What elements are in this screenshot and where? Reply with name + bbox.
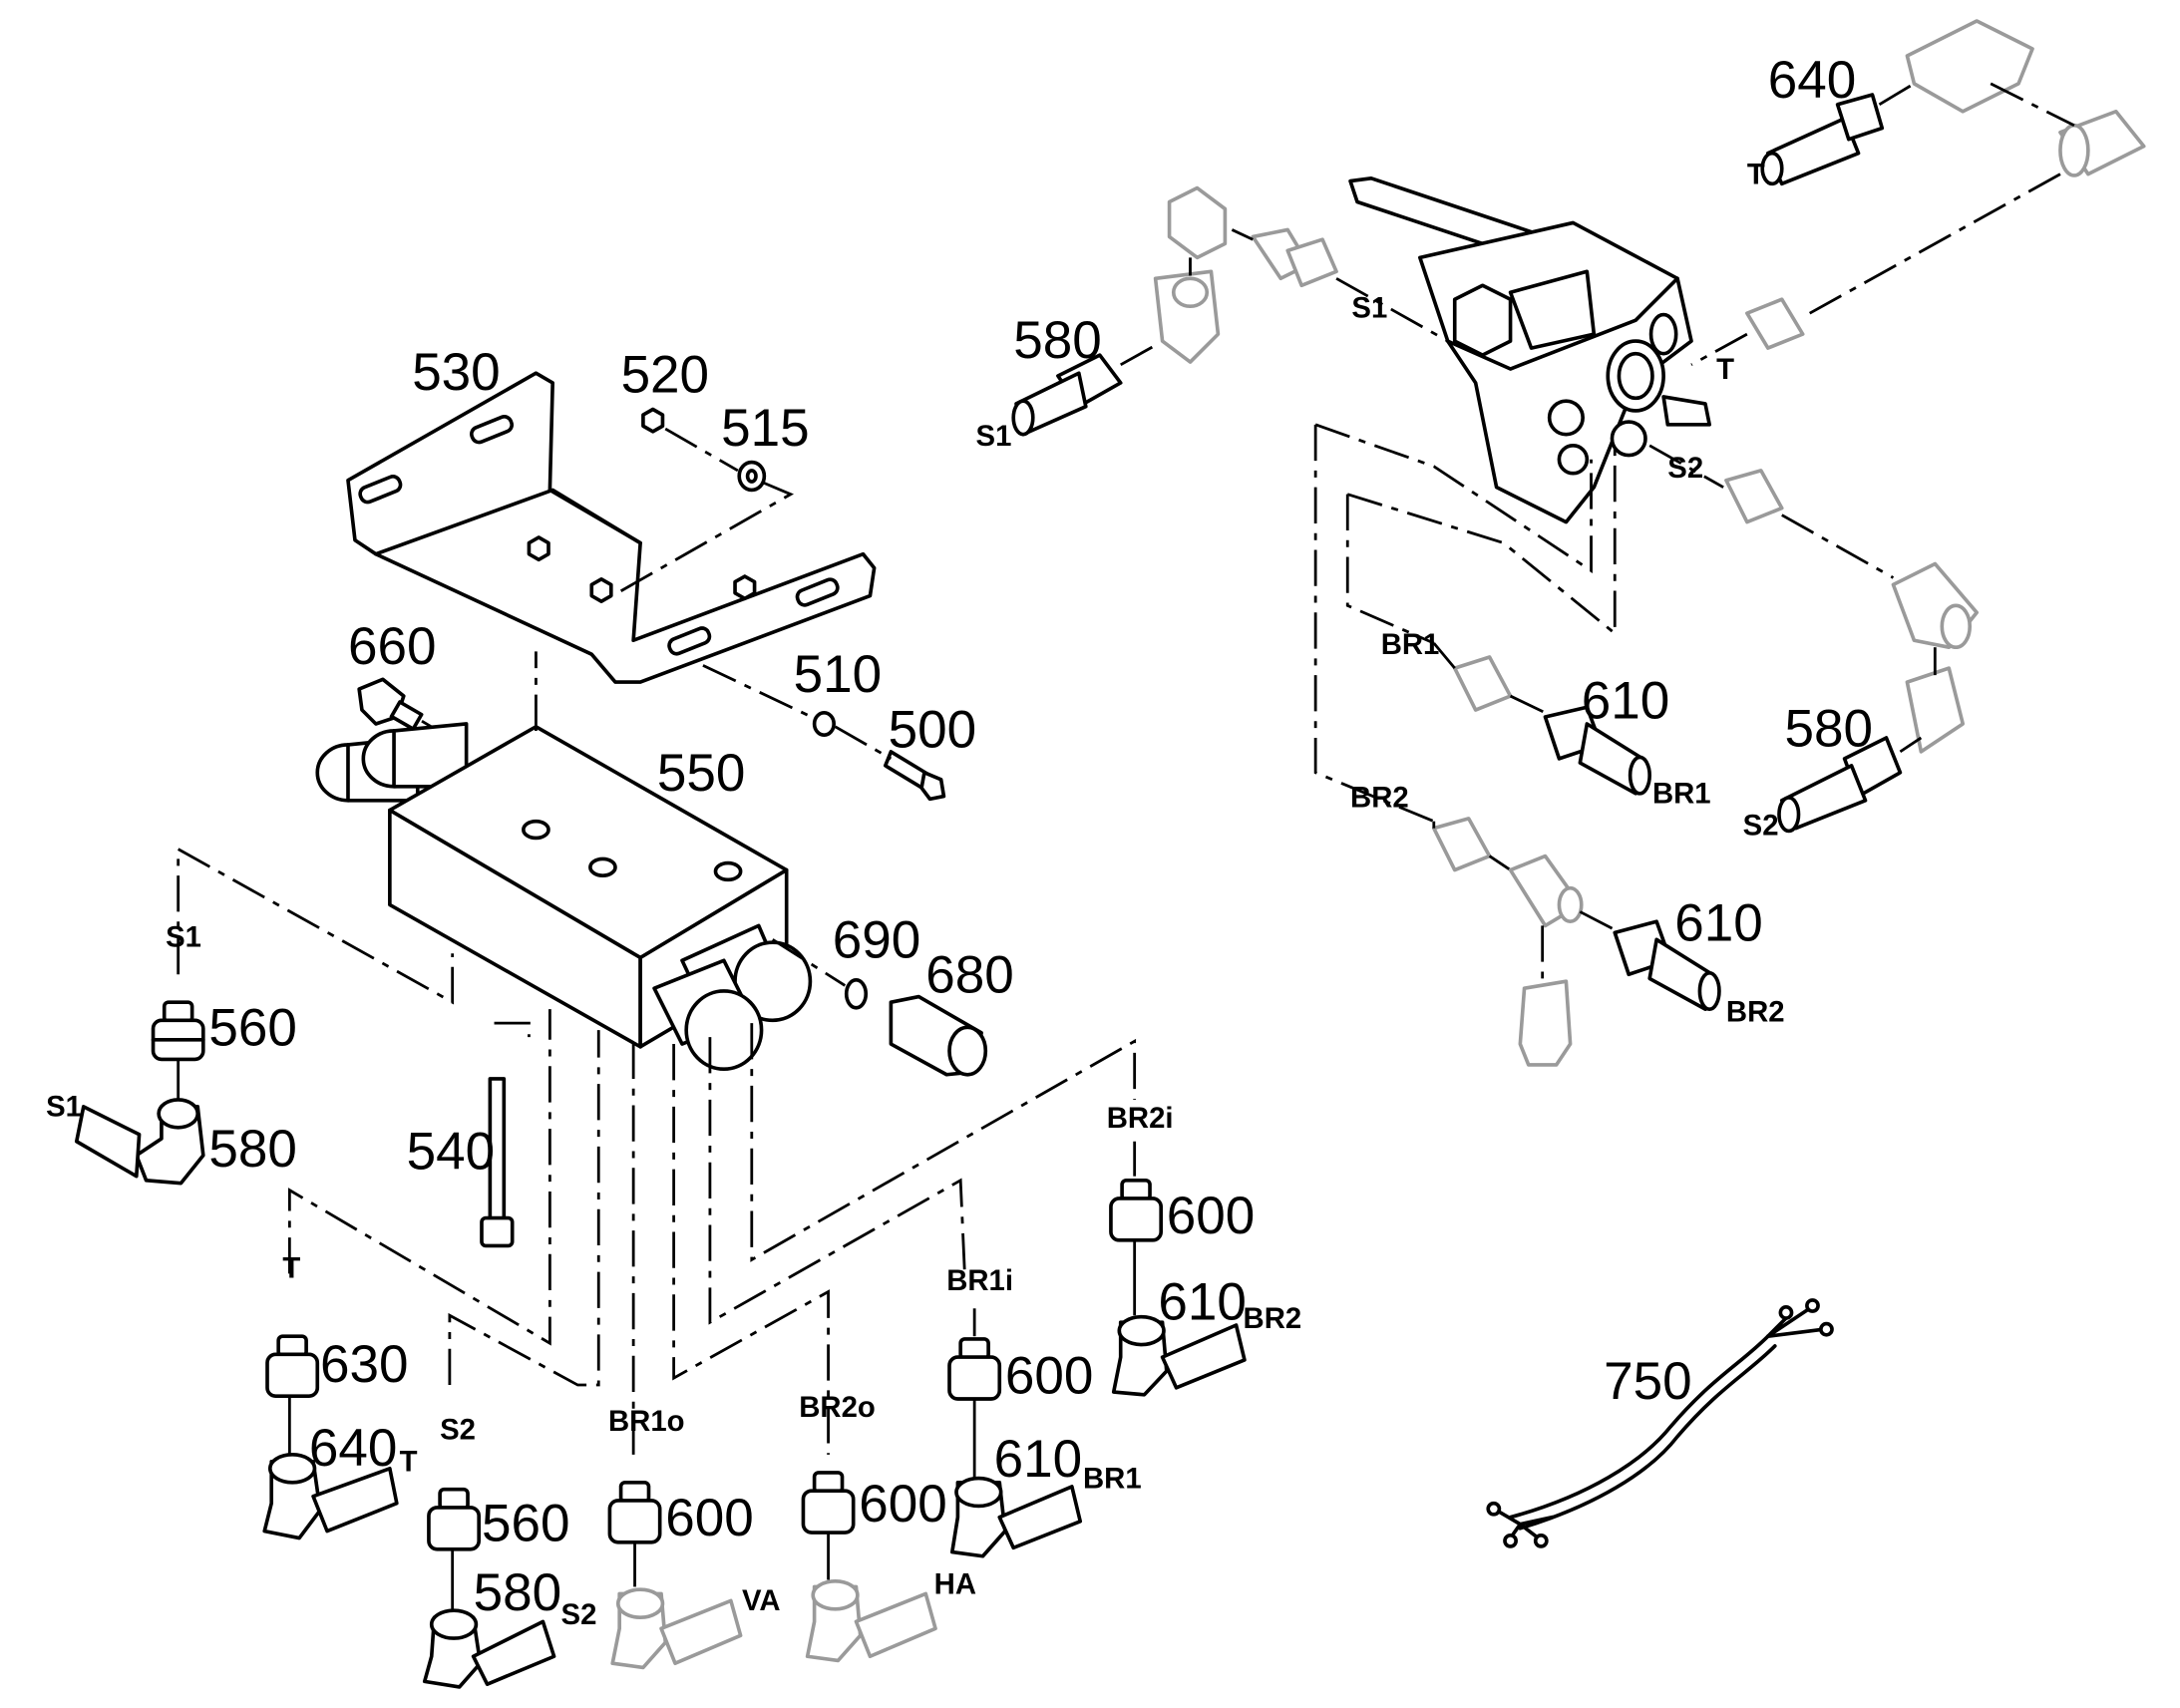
valve-block-550[interactable] <box>315 722 813 1071</box>
part-number-560-s1: 560 <box>208 998 296 1057</box>
port-label-br1: BR1 <box>1652 778 1711 811</box>
adapter-560-s1[interactable] <box>151 1000 205 1062</box>
adapter-fitting-s1 <box>1251 227 1338 288</box>
port-label-s2: S2 <box>561 1598 597 1631</box>
port-label-s1: S1 <box>976 420 1012 453</box>
part-number-600-br2i: 600 <box>1167 1187 1255 1245</box>
part-number-520: 520 <box>621 346 709 405</box>
elbow-580-s2[interactable] <box>422 1608 556 1689</box>
port-label-br2: BR2 <box>1726 996 1785 1029</box>
part-number-580-s1: 580 <box>208 1120 296 1179</box>
brake-pedal-valve[interactable] <box>1348 175 1711 524</box>
nut-520[interactable] <box>641 407 665 434</box>
elbow-640-t[interactable] <box>262 1453 399 1540</box>
port-label-br2i: BR2i <box>1107 1102 1174 1135</box>
screw-500[interactable] <box>883 750 946 802</box>
washer-515[interactable] <box>737 460 767 493</box>
part-number-560-s2: 560 <box>482 1494 569 1552</box>
adapter-fitting-s2 <box>1724 469 1784 524</box>
adapter-630-t[interactable] <box>265 1334 320 1399</box>
port-label-t: T <box>1716 353 1734 386</box>
elbow-ha <box>805 1579 937 1663</box>
washer-510[interactable] <box>812 711 836 737</box>
part-number-610-br1: 610 <box>994 1430 1082 1489</box>
port-label-s2: S2 <box>1743 810 1779 843</box>
adapter-fitting-t <box>1745 297 1805 350</box>
o-ring-690[interactable] <box>844 978 869 1010</box>
elbow-580-s1[interactable] <box>74 1098 205 1186</box>
part-number-630: 630 <box>320 1335 408 1394</box>
adapter-fitting-br1 <box>1452 655 1513 712</box>
adapter-fitting-br2 <box>1431 817 1492 872</box>
part-number-580-top: 580 <box>1013 311 1101 370</box>
part-number-600-br1i: 600 <box>1005 1346 1093 1405</box>
part-number-640-top: 640 <box>1768 51 1856 110</box>
part-number-510: 510 <box>794 645 882 704</box>
port-label-ha: HA <box>934 1567 976 1600</box>
part-number-530: 530 <box>412 343 500 402</box>
port-label-br2: BR2 <box>1244 1302 1302 1335</box>
hose-580-s2[interactable] <box>1777 736 1903 834</box>
cable-harness-750[interactable] <box>1486 1298 1834 1548</box>
part-number-680: 680 <box>925 945 1013 1004</box>
part-number-600-br2o: 600 <box>859 1475 946 1534</box>
port-label-t: T <box>400 1446 418 1479</box>
bracket-530[interactable] <box>346 371 877 684</box>
part-number-750: 750 <box>1604 1352 1691 1411</box>
part-number-515: 515 <box>721 399 809 458</box>
part-number-640-t: 640 <box>309 1419 397 1478</box>
port-label-t: T <box>1747 158 1765 190</box>
port-label-t: T <box>282 1252 300 1285</box>
elbow-610-br1[interactable] <box>949 1476 1083 1558</box>
port-label-s1: S1 <box>166 920 201 953</box>
part-number-610-br2: 610 <box>1158 1272 1246 1331</box>
port-label-br2: BR2 <box>1350 782 1409 815</box>
adapter-560-s2[interactable] <box>427 1487 482 1551</box>
port-label-br1: BR1 <box>1381 628 1440 661</box>
adapter-600-br2o[interactable] <box>801 1471 856 1535</box>
port-label-s2: S2 <box>440 1413 476 1446</box>
part-number-500: 500 <box>889 701 976 760</box>
port-label-s1-valve: S1 <box>1351 291 1387 324</box>
part-number-540: 540 <box>407 1123 495 1182</box>
part-number-610-right-br1: 610 <box>1582 671 1669 730</box>
tee-fitting-br2 <box>1508 854 1584 1067</box>
port-label-br1i: BR1i <box>946 1264 1013 1297</box>
part-number-600-br1o: 600 <box>665 1489 753 1547</box>
pressure-sensor-660[interactable] <box>357 677 424 731</box>
port-label-s2: S2 <box>1667 452 1703 485</box>
adapter-600-br1o[interactable] <box>607 1480 662 1544</box>
tee-fitting-t <box>1905 19 2146 177</box>
port-label-va: VA <box>742 1584 781 1617</box>
hose-610-br1[interactable] <box>1543 705 1651 796</box>
part-number-580-s2: 580 <box>474 1563 561 1622</box>
hose-640-t[interactable] <box>1760 93 1885 186</box>
plug-680[interactable] <box>889 994 988 1077</box>
adapter-600-br1i[interactable] <box>947 1337 1002 1401</box>
screw-540[interactable] <box>480 1077 515 1248</box>
elbow-610-br2[interactable] <box>1111 1314 1247 1397</box>
hose-610-br2[interactable] <box>1613 919 1721 1011</box>
part-number-550: 550 <box>657 744 745 803</box>
port-label-br1: BR1 <box>1083 1462 1142 1495</box>
elbow-va <box>610 1587 743 1670</box>
port-label-s1: S1 <box>46 1091 82 1124</box>
elbow-fitting-s1 <box>1153 185 1228 364</box>
part-number-690: 690 <box>833 910 920 969</box>
adapter-600-br2i[interactable] <box>1109 1179 1164 1242</box>
part-number-610-right-br2: 610 <box>1674 894 1762 953</box>
port-label-br1o: BR1o <box>608 1405 685 1438</box>
part-number-660: 660 <box>348 617 436 676</box>
part-number-580-right-s2: 580 <box>1785 699 1873 758</box>
elbow-fitting-s2 <box>1891 561 1980 754</box>
port-label-br2o: BR2o <box>799 1391 876 1424</box>
hose-580-s1[interactable] <box>1011 353 1123 437</box>
